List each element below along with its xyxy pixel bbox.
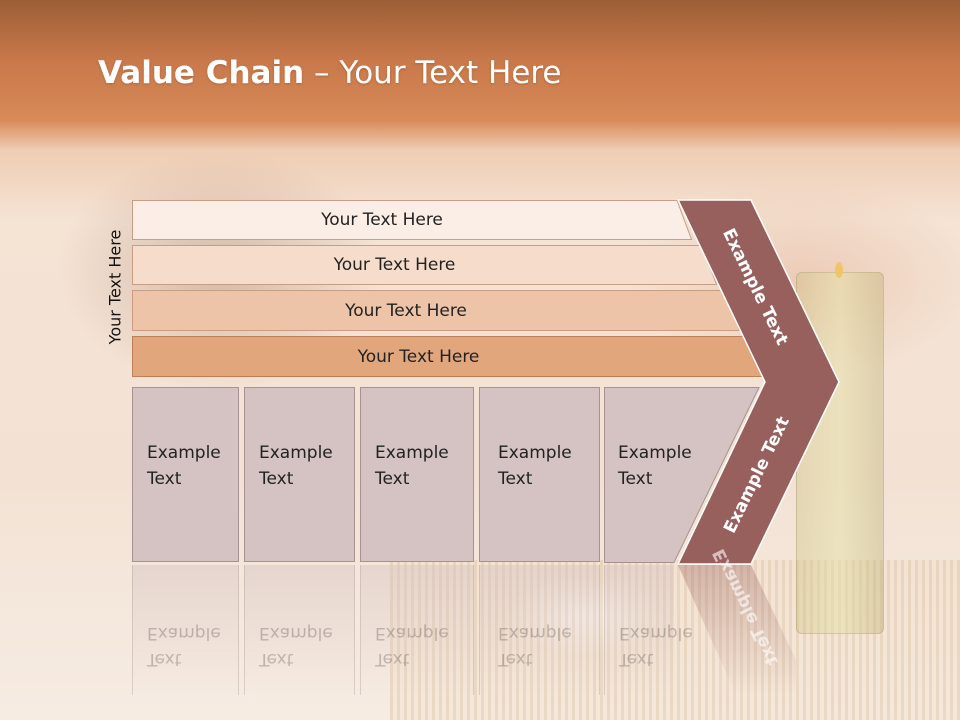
reflection-chevron: Example Text	[676, 545, 796, 695]
cell-line1: Example	[618, 443, 692, 463]
row-label: Your Text Here	[345, 300, 467, 321]
value-row-2: Your Text Here	[132, 245, 718, 285]
row-label: Your Text Here	[357, 346, 480, 367]
value-row-4: Your Text Here	[132, 336, 766, 377]
value-row-1: Your Text Here	[132, 200, 693, 240]
cell-line1: Example	[147, 443, 221, 463]
cell-line1: Example	[259, 443, 333, 463]
row-shape	[132, 290, 741, 331]
cell-line2: Text	[147, 469, 182, 489]
cell-line2: Text	[259, 469, 294, 489]
row-shape	[132, 245, 718, 285]
value-row-3: Your Text Here	[132, 290, 741, 331]
cell-line2: Text	[375, 469, 410, 489]
title-bold: Value Chain	[98, 55, 305, 91]
example-cell-5: Example Text	[604, 387, 764, 563]
title-rest: – Your Text Here	[304, 55, 562, 91]
slide-title: Value Chain – Your Text Here	[98, 55, 561, 91]
photo-stones	[505, 575, 665, 655]
chevron-shape	[676, 199, 840, 565]
row-shape	[132, 200, 693, 240]
row-label: Your Text Here	[333, 255, 456, 275]
reflection-chevron-shape	[678, 565, 796, 695]
cell-line1: Example	[375, 443, 449, 463]
cell-shape	[604, 387, 760, 563]
cell-line1: Example	[498, 443, 572, 463]
photo-candle-flame	[835, 262, 843, 278]
cell-line2: Text	[618, 469, 653, 489]
cell-line2: Text	[498, 469, 533, 489]
chevron-arrow	[676, 199, 841, 565]
row-label: Your Text Here	[321, 210, 443, 230]
side-label: Your Text Here	[105, 229, 125, 345]
